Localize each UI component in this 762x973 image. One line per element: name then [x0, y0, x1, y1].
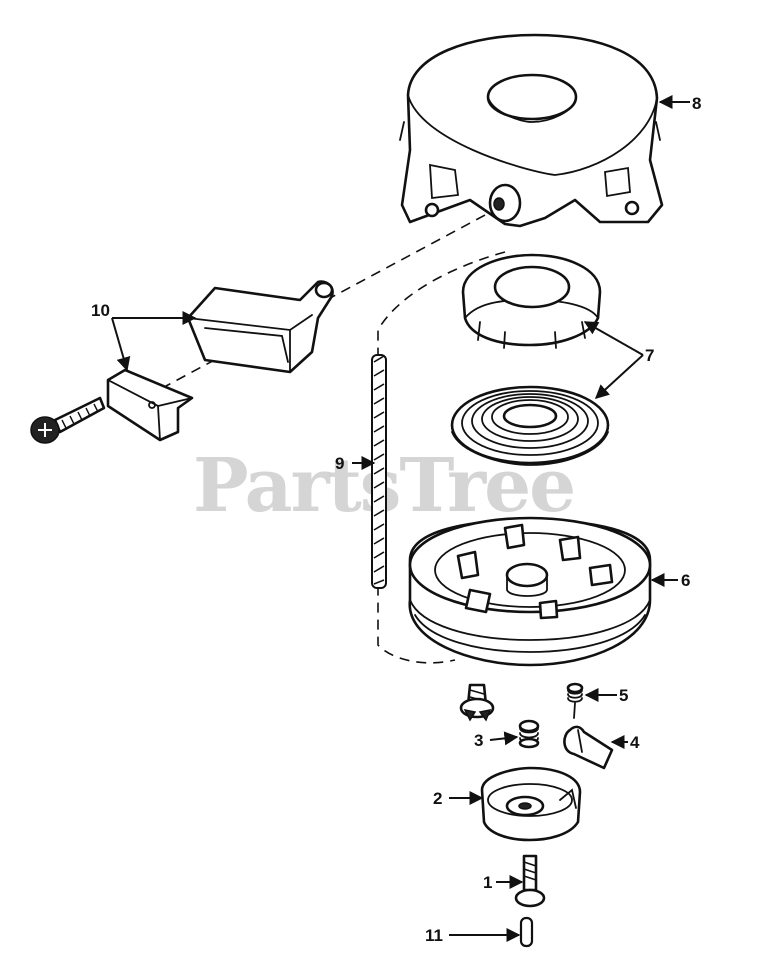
callout-10: 10: [91, 301, 110, 320]
pawl-spring: [566, 682, 584, 719]
handle-screw: [30, 396, 106, 444]
brake-spring: [518, 719, 540, 749]
retaining-pin: [519, 916, 534, 948]
callout-leaders: [111, 95, 690, 942]
callout-2: 2: [433, 789, 442, 808]
callout-labels: 8 7 10 9 6 5 4 3 2 1 11: [91, 94, 701, 945]
callout-5: 5: [619, 686, 628, 705]
callout-4: 4: [630, 733, 640, 752]
callout-9: 9: [335, 454, 344, 473]
recoil-spring: [450, 385, 610, 466]
callout-11: 11: [425, 926, 443, 945]
shoulder-bolt: [514, 854, 546, 908]
starter-housing: [399, 33, 664, 228]
rope-pulley: [408, 516, 652, 667]
starter-pawl: [563, 725, 614, 770]
starter-rope: [371, 354, 387, 589]
starter-handle: [186, 280, 334, 374]
callout-1: 1: [483, 873, 492, 892]
spring-retainer-cup: [461, 253, 602, 349]
callout-8: 8: [692, 94, 701, 113]
callout-3: 3: [474, 731, 483, 750]
handle-insert-clip: [106, 368, 194, 442]
center-retainer-screw: [459, 683, 495, 722]
starter-cup: [480, 766, 582, 842]
callout-6: 6: [681, 571, 690, 590]
callout-7: 7: [645, 346, 654, 365]
